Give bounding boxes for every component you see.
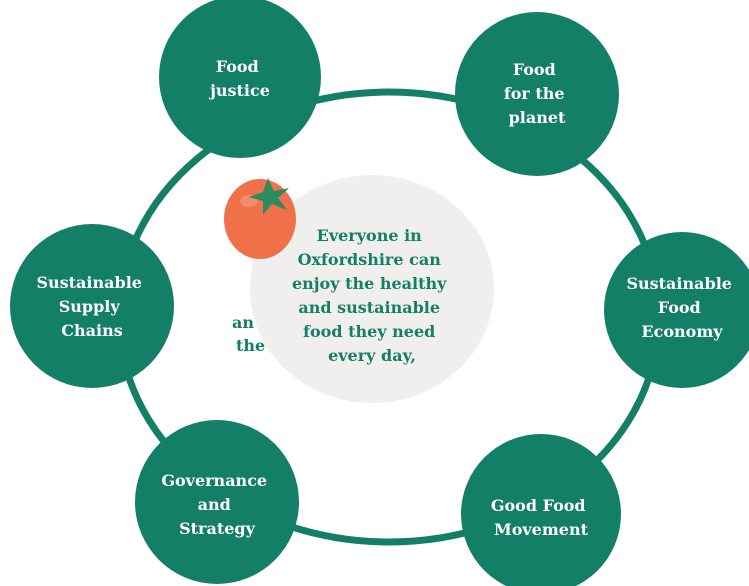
node-sustainable-food-economy-line-3: Economy [641,322,723,341]
center-line-2: Oxfordshire can [298,250,442,269]
node-good-food-movement-line-1: Good Food [491,496,586,515]
node-food-justice-line-2: justice [208,81,270,100]
node-sustainable-food-economy-line-1: Sustainable [626,274,731,293]
center-statement: Everyone in Oxfordshire can enjoy the he… [292,226,452,365]
node-food-justice-line-1: Food [216,57,259,76]
node-sustainable-supply-chains-line-3: Chains [61,321,122,340]
svg-text:Food justice: Food justice [208,57,270,100]
node-food-justice: Food justice [159,0,321,158]
center-line-3: enjoy the healthy [292,274,447,293]
node-governance-and-strategy-line-1: Governance [161,471,267,490]
node-sustainable-supply-chains: Sustainable Supply Chains [10,224,174,388]
behind-fragment-1: an [232,313,254,332]
tomato-icon [224,178,296,259]
node-food-for-the-planet-line-1: Food [513,60,556,79]
node-governance-and-strategy: Governance and Strategy [135,420,299,584]
behind-text: an the [232,313,265,355]
behind-fragment-2: the [236,336,265,355]
node-food-for-the-planet-line-2: for the [504,84,565,103]
node-sustainable-food-economy: Sustainable Food Economy [604,232,749,388]
node-sustainable-food-economy-line-2: Food [658,298,701,317]
center-line-6: every day, [328,346,416,365]
svg-text:Sustainable Food E: Sustainable Food Economy [626,274,737,341]
svg-text:Food for the plane: Food for the planet [504,60,570,127]
svg-text:Governance and Str: Governance and Strategy [161,471,272,538]
node-food-for-the-planet-line-3: planet [509,108,566,127]
center-circle [250,175,494,403]
node-sustainable-supply-chains-line-1: Sustainable [36,273,141,292]
node-food-for-the-planet: Food for the planet [455,12,619,176]
node-governance-and-strategy-line-3: Strategy [179,519,256,538]
center-line-4: and sustainable [298,298,440,317]
center-line-1: Everyone in [317,226,423,245]
node-good-food-movement-line-2: Movement [494,520,589,539]
node-governance-and-strategy-line-2: and [198,495,231,514]
node-sustainable-supply-chains-line-2: Supply [59,297,121,316]
svg-text:Good Food Movement: Good Food Movement [491,496,591,539]
node-good-food-movement: Good Food Movement [461,434,621,586]
center-line-5: food they need [303,322,435,341]
svg-text:Sustainable Supply: Sustainable Supply Chains [36,273,147,340]
